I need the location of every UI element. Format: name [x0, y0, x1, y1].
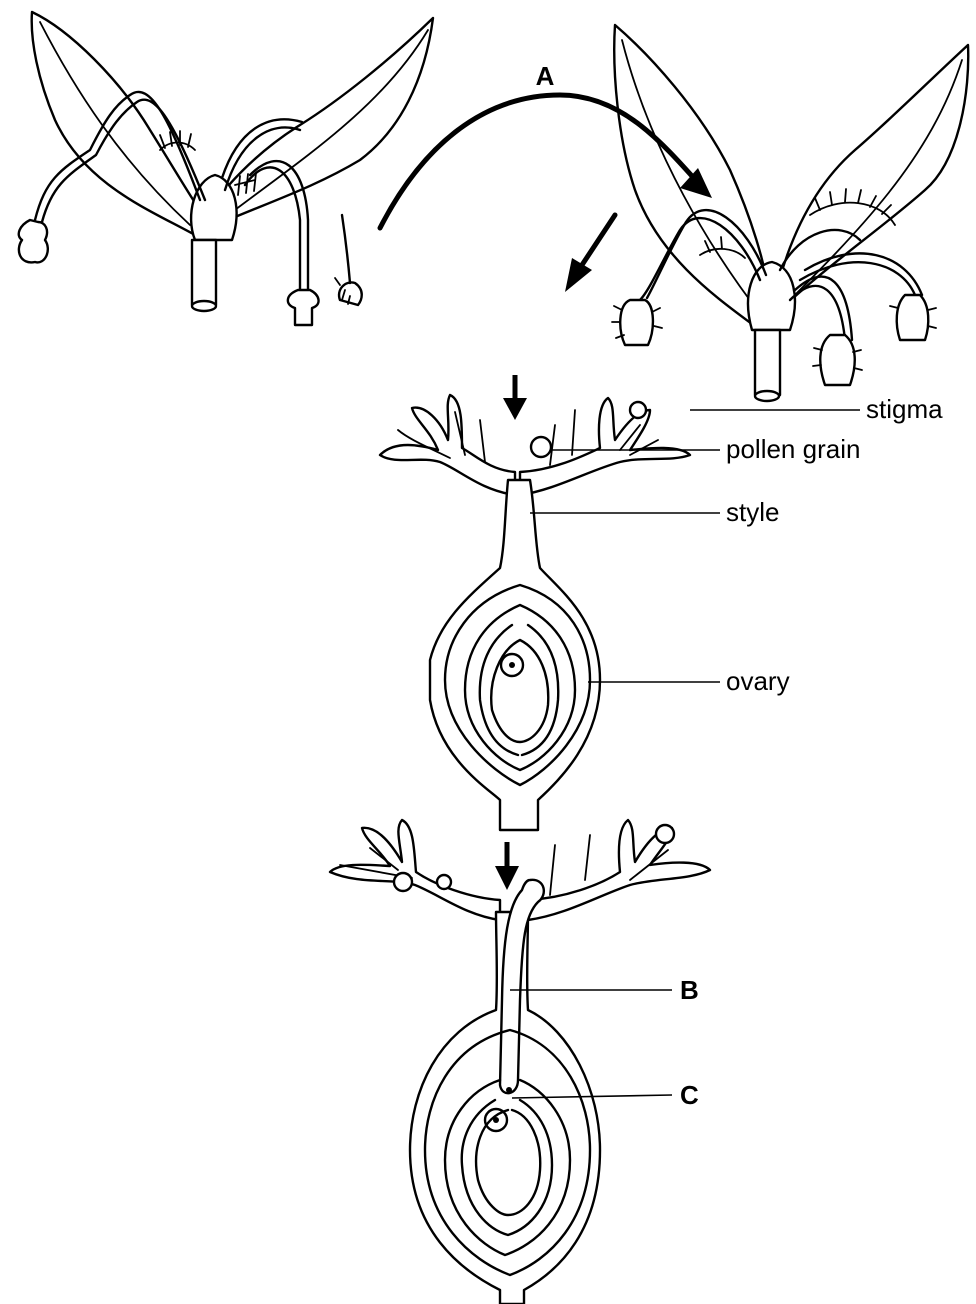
arrow-label-a: A	[536, 61, 555, 91]
left-flower	[19, 12, 433, 325]
right-flower	[612, 25, 968, 401]
label-c: C	[680, 1080, 699, 1110]
label-pollen-grain: pollen grain	[726, 434, 860, 464]
down-arrow-1	[503, 375, 527, 420]
diagonal-arrow	[565, 215, 615, 292]
label-b: B	[680, 975, 699, 1005]
fertilisation-diagram	[330, 820, 710, 1304]
down-arrow-2	[495, 842, 519, 890]
pollen-grain-circle	[531, 437, 551, 457]
label-ovary: ovary	[726, 666, 790, 696]
label-stigma: stigma	[866, 394, 943, 424]
pistil-diagram	[380, 395, 690, 830]
label-style: style	[726, 497, 779, 527]
